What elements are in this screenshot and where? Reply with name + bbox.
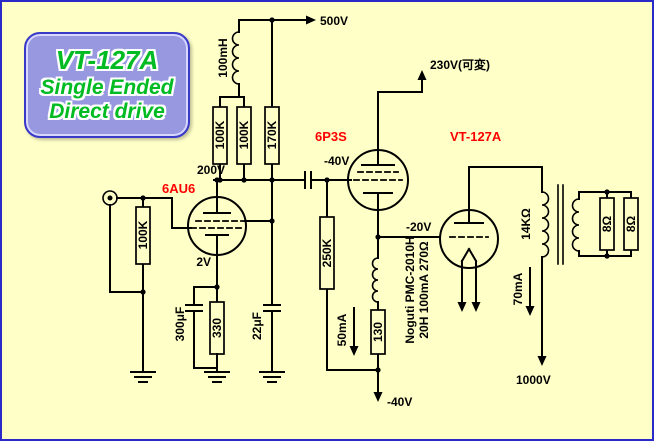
output-transformer: 1000V 70mA 14KΩ 8Ω 8Ω bbox=[468, 166, 639, 387]
badge-line3: Direct drive bbox=[49, 99, 165, 123]
badge-line2: Single Ended bbox=[40, 75, 174, 99]
resistor-8ohm-a bbox=[599, 197, 615, 251]
resistor-100k-a bbox=[212, 106, 228, 165]
label-minus40v-top: -40V bbox=[324, 154, 349, 168]
resistor-130 bbox=[370, 309, 386, 355]
plate-resistor-network: 100K 100K 170K bbox=[212, 19, 280, 181]
filament-icon bbox=[460, 247, 478, 263]
arrow-down-50ma-icon bbox=[349, 346, 359, 356]
label-170k: 170K bbox=[265, 120, 279, 149]
label-500v: 500V bbox=[320, 14, 348, 28]
coil-100mh-icon bbox=[231, 31, 240, 85]
label-tube-6au6: 6AU6 bbox=[162, 181, 195, 196]
label-minus40v-bottom: -40V bbox=[387, 395, 412, 409]
label-100k-b: 100K bbox=[237, 120, 251, 149]
cathode-chain-6p3s: -20V 130 50mA Noguti PMC-2010H 20H 100mA… bbox=[335, 220, 441, 371]
label-50ma: 50mA bbox=[335, 313, 349, 346]
inductor-100mh: 100mH bbox=[216, 19, 240, 98]
label-1000v: 1000V bbox=[516, 373, 551, 387]
resistor-250k bbox=[319, 216, 335, 290]
label-100mh: 100mH bbox=[216, 38, 230, 77]
label-300uf: 300μF bbox=[173, 307, 187, 342]
arrow-down-1000v-icon bbox=[537, 356, 547, 366]
label-minus20v: -20V bbox=[406, 220, 431, 234]
coupling-capacitor: -40V bbox=[304, 154, 352, 189]
grid-resistor-250k: 250K bbox=[319, 179, 335, 371]
label-2v: 2V bbox=[196, 255, 211, 269]
title-badge: VT-127A Single Ended Direct drive bbox=[24, 32, 190, 138]
label-100k-a: 100K bbox=[213, 120, 227, 149]
bias-rail-minus40v: -40V bbox=[326, 369, 412, 409]
label-22uf: 22μF bbox=[250, 312, 264, 340]
label-tube-6p3s: 6P3S bbox=[315, 129, 347, 144]
arrow-down-filament-a-icon bbox=[457, 302, 467, 312]
badge-line1: VT-127A bbox=[55, 45, 159, 76]
label-14k: 14KΩ bbox=[519, 208, 533, 240]
resistor-100k-input bbox=[135, 206, 151, 265]
ground-icon bbox=[130, 371, 156, 383]
tube-vt127a: VT-127A bbox=[439, 129, 502, 312]
coil-choke-icon bbox=[371, 257, 379, 303]
label-8ohm-b: 8Ω bbox=[624, 215, 638, 232]
label-330: 330 bbox=[210, 318, 224, 338]
arrow-up-230v-icon bbox=[417, 70, 427, 80]
coil-primary-icon bbox=[541, 191, 550, 258]
arrow-down-filament-b-icon bbox=[471, 302, 481, 312]
tube-6au6: 6AU6 2V bbox=[162, 179, 273, 303]
arrow-down-70ma-icon bbox=[525, 306, 535, 316]
label-70ma: 70mA bbox=[511, 272, 525, 305]
label-130: 130 bbox=[371, 322, 385, 342]
label-230v: 230V(可変) bbox=[430, 57, 490, 72]
plate-node-wire: 200V bbox=[197, 163, 306, 181]
resistor-170k bbox=[264, 106, 280, 165]
label-100k-input: 100K bbox=[136, 220, 150, 249]
resistor-100k-b bbox=[236, 106, 252, 165]
resistor-8ohm-b bbox=[623, 197, 639, 251]
label-8ohm-a: 8Ω bbox=[600, 215, 614, 232]
arrow-right-500v-icon bbox=[306, 15, 316, 25]
cathode-network-6au6: 330 300μF bbox=[173, 286, 230, 383]
label-tube-vt127a: VT-127A bbox=[450, 129, 502, 144]
arrow-down-minus40v-icon bbox=[373, 392, 383, 402]
screen-bypass-22uf: 22μF bbox=[250, 179, 285, 383]
transformer-core-icon bbox=[557, 184, 564, 265]
label-200v: 200V bbox=[197, 163, 225, 177]
label-250k: 250K bbox=[320, 238, 334, 267]
ground-icon bbox=[259, 371, 285, 383]
label-choke-name: Noguti PMC-2010H bbox=[403, 236, 417, 343]
tube-6p3s: 6P3S 230V(可変) bbox=[315, 57, 490, 238]
junction-dots bbox=[140, 17, 610, 373]
power-rail-500v: 500V bbox=[238, 14, 348, 28]
ground-icon bbox=[204, 371, 230, 383]
label-choke-spec: 20H 100mA 270Ω bbox=[417, 241, 431, 339]
coil-secondary-icon bbox=[571, 198, 580, 252]
